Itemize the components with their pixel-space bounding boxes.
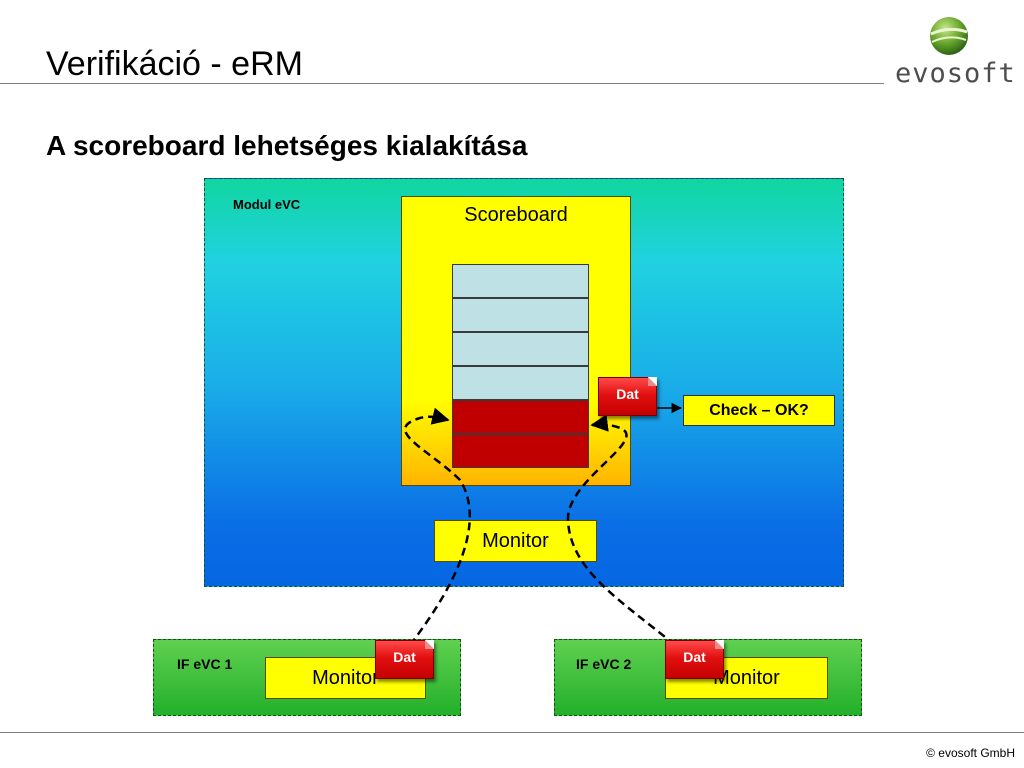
scoreboard-label: Scoreboard [464,204,568,226]
scoreboard-cell [452,366,589,400]
monitor-if1-label: Monitor [312,666,379,689]
title-divider [0,83,884,84]
modul-evc-label: Modul eVC [233,197,301,212]
dat-label: Dat [683,649,706,665]
dashed-path-if2 [566,414,676,646]
if-evc-1-label: IF eVC 1 [177,656,233,672]
slide-subtitle: A scoreboard lehetséges kialakítása [46,130,528,161]
dat-label: Dat [616,386,639,402]
check-ok-box: Check – OK? [683,395,835,426]
logo-text: evosoft [895,58,1016,89]
scoreboard-cell [452,264,589,298]
scoreboard-cell-filled [452,400,589,434]
dat-badge-if1: Dat [375,640,434,679]
monitor-main-label: Monitor [482,529,549,552]
dashed-path-if1 [403,407,472,646]
green-globe-icon [930,17,968,55]
scoreboard-cell-filled [452,434,589,468]
dat-label: Dat [393,649,416,665]
scoreboard-cell [452,298,589,332]
scoreboard-cell [452,332,589,366]
if-evc-2-label: IF eVC 2 [576,656,632,672]
footer-divider [0,732,1024,733]
dat-badge-scoreboard: Dat [598,377,657,416]
check-ok-label: Check – OK? [709,401,809,419]
footer-copyright: © evosoft GmbH [926,746,1015,760]
dat-badge-if2: Dat [665,640,724,679]
monitor-if2-label: Monitor [713,666,780,689]
slide-title: Verifikáció - eRM [46,45,303,83]
